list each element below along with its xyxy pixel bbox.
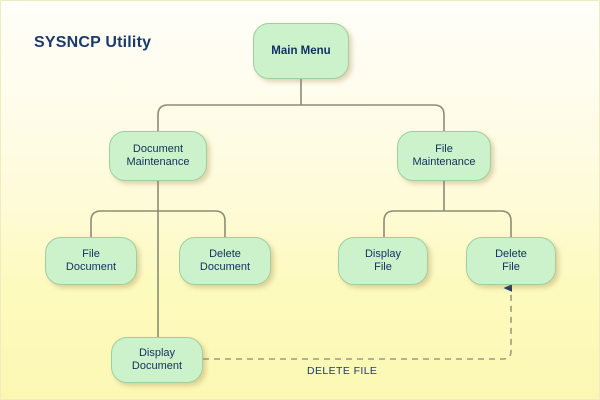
- node-file-document[interactable]: File Document: [45, 237, 137, 285]
- edge-display-document-to-delete-file-dashed: [203, 284, 513, 360]
- node-document-maintenance-label: Document Maintenance: [126, 143, 190, 168]
- node-main-menu-label: Main Menu: [271, 44, 331, 57]
- node-display-document[interactable]: Display Document: [111, 337, 203, 383]
- node-file-document-label: File Document: [65, 248, 117, 273]
- edge-file-maintenance-to-children: [383, 181, 512, 237]
- node-file-maintenance-label: File Maintenance: [412, 143, 476, 168]
- edge-label-delete-file: DELETE FILE: [307, 365, 378, 377]
- node-delete-file-label: Delete File: [495, 248, 527, 273]
- edge-main-menu-to-level1: [157, 79, 445, 131]
- node-document-maintenance[interactable]: Document Maintenance: [109, 131, 207, 181]
- node-delete-document-label: Delete Document: [199, 248, 251, 273]
- edge-document-maintenance-to-children: [90, 210, 226, 237]
- node-display-file-label: Display File: [364, 248, 402, 273]
- node-delete-file[interactable]: Delete File: [466, 237, 556, 285]
- node-main-menu[interactable]: Main Menu: [253, 23, 349, 79]
- node-display-file[interactable]: Display File: [338, 237, 428, 285]
- diagram-title: SYSNCP Utility: [34, 34, 152, 51]
- node-delete-document[interactable]: Delete Document: [179, 237, 271, 285]
- node-display-document-label: Display Document: [131, 347, 183, 372]
- node-file-maintenance[interactable]: File Maintenance: [397, 131, 491, 181]
